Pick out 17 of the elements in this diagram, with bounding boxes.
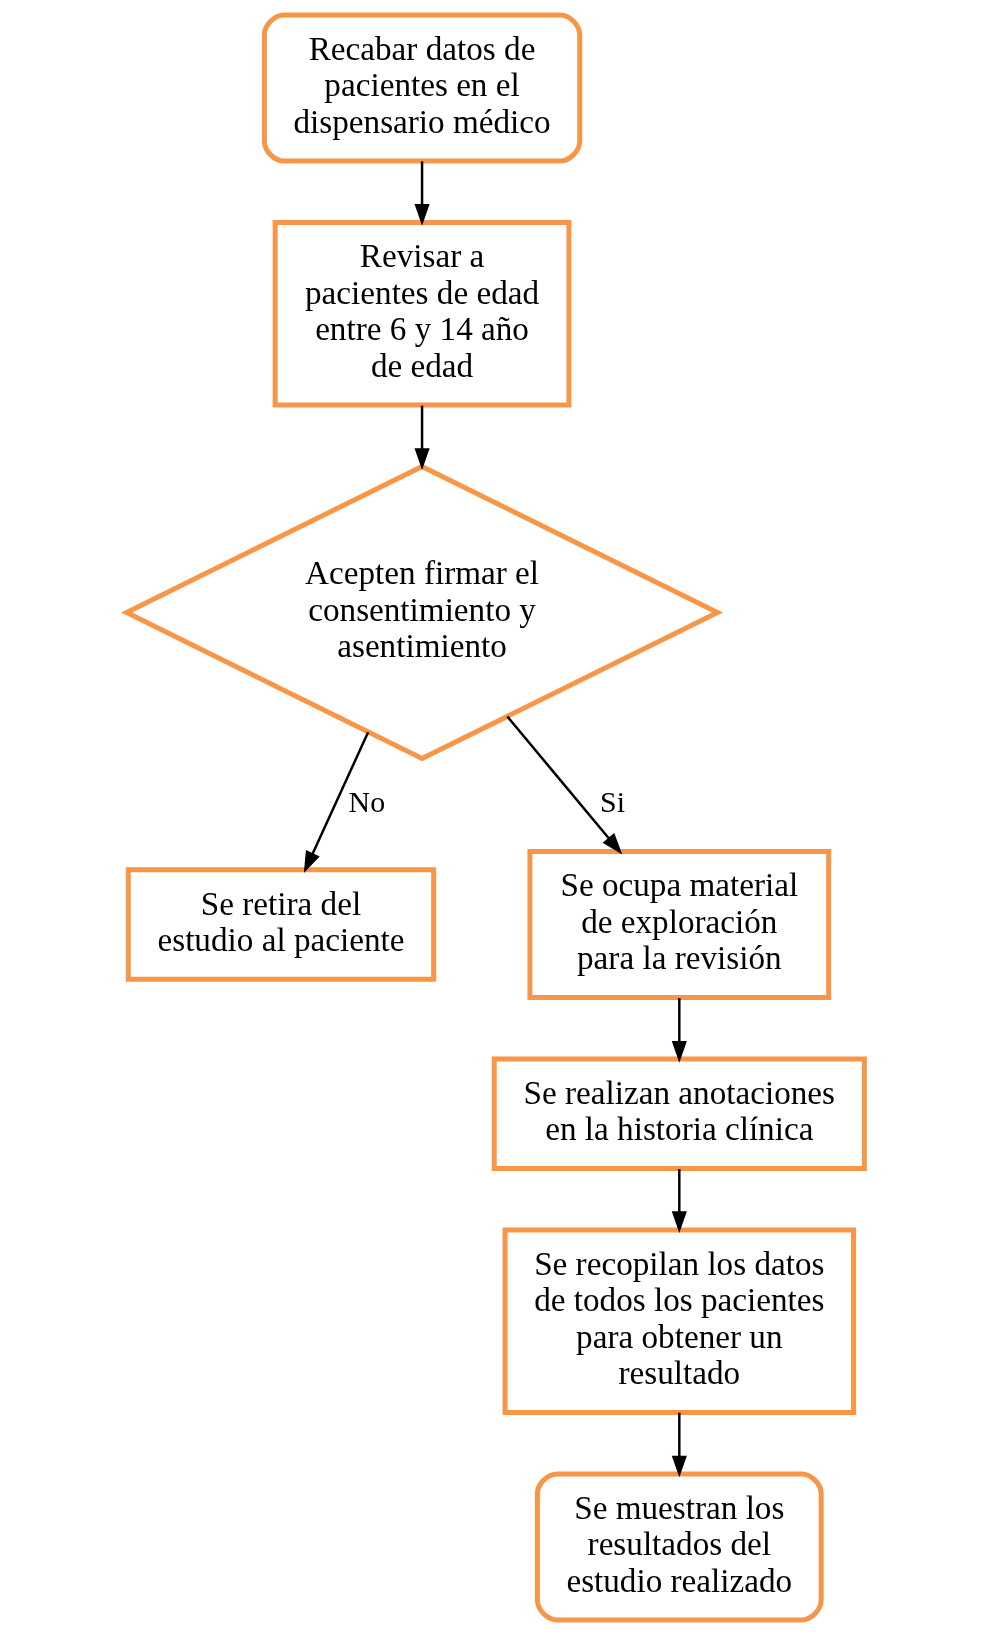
arrow xyxy=(414,161,430,226)
node-diamond: Acepten firmar el consentimiento y asentimiento xyxy=(121,463,724,762)
node-box: Se recopilan los datos de todos los pacientes para obtener un resultado xyxy=(502,1227,857,1415)
arrow xyxy=(671,1169,687,1233)
node-box: Recabar datos de pacientes en el dispensario médico xyxy=(261,12,583,164)
node-box: Se ocupa material de exploración para la revisión xyxy=(527,849,832,1001)
node-box: Revisar a pacientes de edad entre 6 y 14 año de edad xyxy=(272,220,572,408)
edge-label: No xyxy=(348,785,386,819)
arrow xyxy=(671,998,687,1063)
arrow xyxy=(303,731,370,873)
arrow xyxy=(414,405,430,470)
node-box: Se muestran los resultados del estudio realizado xyxy=(534,1471,824,1623)
node-box: Se realizan anotaciones en la historia clínica xyxy=(491,1056,867,1171)
edge-label: Si xyxy=(600,785,625,819)
node-box: Se retira del estudio al paciente xyxy=(125,867,437,982)
arrow xyxy=(506,715,623,855)
arrow xyxy=(671,1412,687,1478)
